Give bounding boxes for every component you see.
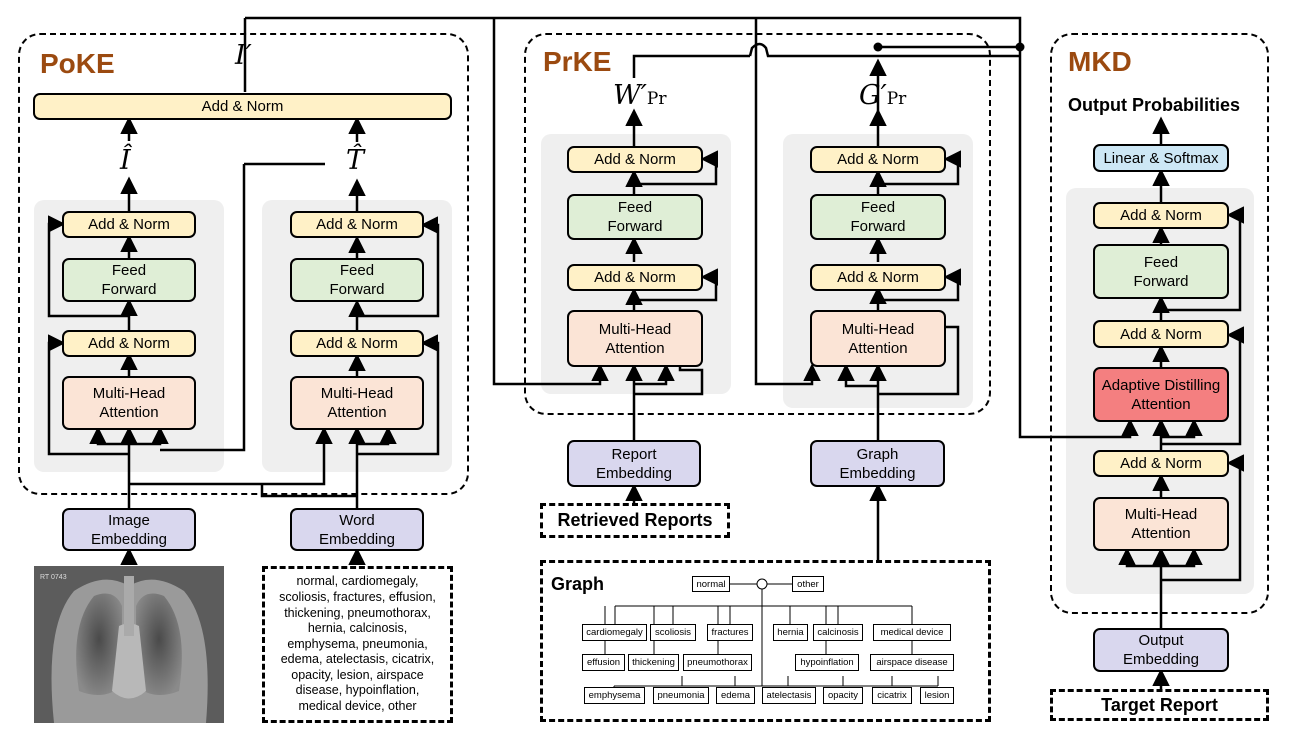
mkd-region [1050,33,1269,614]
report-multi-head-attention: Multi-Head Attention [567,310,703,367]
graph-feed-forward: Feed Forward [810,194,946,240]
i-hat-symbol: Î [120,145,131,176]
w-pr-base: W′ [613,80,647,111]
w-pr-symbol: W′Pr [613,80,666,111]
mkd-multi-head-attention: Multi-Head Attention [1093,497,1229,551]
mkd-add-norm-3: Add & Norm [1093,202,1229,229]
poke-title: PoKE [40,48,115,79]
mkd-title: MKD [1068,46,1132,77]
mkd-add-norm-2: Add & Norm [1093,320,1229,348]
chest-xray-image: RT 0743 [34,566,224,723]
graph-node-hernia: hernia [773,624,808,641]
g-pr-subscript: Pr [886,89,907,109]
target-report-box: Target Report [1050,689,1269,721]
report-embedding: Report Embedding [567,440,701,487]
graph-node-pneumothorax: pneumothorax [683,654,752,671]
graph-node-other: other [792,576,824,592]
image-multi-head-attention: Multi-Head Attention [62,376,196,430]
mkd-add-norm-1: Add & Norm [1093,450,1229,477]
poke-top-add-norm: Add & Norm [33,93,452,120]
graph-node-atelectasis: atelectasis [762,687,816,704]
linear-softmax: Linear & Softmax [1093,144,1229,172]
report-add-norm-1: Add & Norm [567,264,703,291]
retrieved-reports-box: Retrieved Reports [540,503,730,538]
knowledge-graph-box [540,560,991,722]
graph-node-medical-device: medical device [873,624,951,641]
graph-node-normal: normal [692,576,730,592]
graph-node-thickening: thickening [628,654,679,671]
t-hat-symbol: T̂ [346,145,365,176]
graph-add-norm-2: Add & Norm [810,146,946,173]
graph-title: Graph [551,574,605,594]
graph-node-fractures: fractures [707,624,753,641]
graph-node-scoliosis: scoliosis [650,624,696,641]
graph-node-cardiomegaly: cardiomegaly [582,624,647,641]
image-feed-forward: Feed Forward [62,258,196,302]
graph-node-emphysema: emphysema [584,687,645,704]
graph-embedding: Graph Embedding [810,440,945,487]
text-feed-forward: Feed Forward [290,258,424,302]
report-feed-forward: Feed Forward [567,194,703,240]
xray-illustration [34,566,224,723]
prke-region [524,33,991,415]
word-embedding: Word Embedding [290,508,424,551]
graph-node-effusion: effusion [582,654,625,671]
graph-add-norm-1: Add & Norm [810,264,946,291]
graph-node-airspace-disease: airspace disease [870,654,954,671]
text-add-norm-1: Add & Norm [290,330,424,357]
graph-multi-head-attention: Multi-Head Attention [810,310,946,367]
image-add-norm-2: Add & Norm [62,211,196,238]
g-pr-symbol: G′Pr [859,80,906,111]
mkd-feed-forward: Feed Forward [1093,244,1229,299]
adaptive-distilling-attention: Adaptive Distilling Attention [1093,367,1229,422]
poke-region [18,33,469,495]
graph-node-hypoinflation: hypoinflation [795,654,859,671]
image-embedding: Image Embedding [62,508,196,551]
graph-node-edema: edema [716,687,755,704]
output-probabilities-label: Output Probabilities [1068,95,1241,115]
graph-node-pneumonia: pneumonia [653,687,709,704]
graph-node-cicatrix: cicatrix [872,687,912,704]
disease-label-list: normal, cardiomegaly, scoliosis, fractur… [262,566,453,723]
prke-title: PrKE [543,46,612,77]
text-add-norm-2: Add & Norm [290,211,424,238]
image-add-norm-1: Add & Norm [62,330,196,357]
xray-tag: RT 0743 [40,574,67,581]
g-pr-base: G′ [859,80,887,111]
report-add-norm-2: Add & Norm [567,146,703,173]
w-pr-subscript: Pr [646,89,667,109]
i-prime-symbol: I′ [235,40,252,71]
graph-node-calcinosis: calcinosis [813,624,863,641]
text-multi-head-attention: Multi-Head Attention [290,376,424,430]
output-embedding: Output Embedding [1093,628,1229,672]
graph-node-opacity: opacity [823,687,863,704]
graph-node-lesion: lesion [920,687,954,704]
